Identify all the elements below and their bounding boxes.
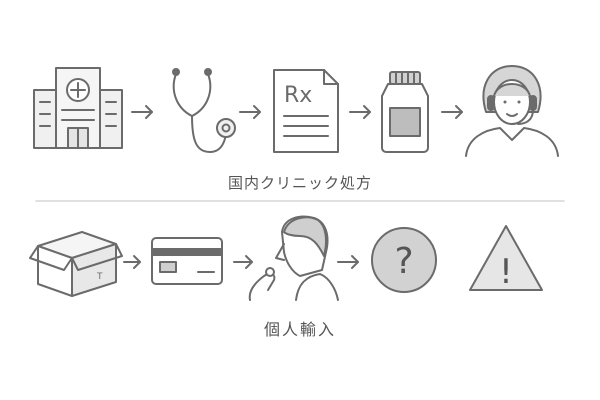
credit-card-icon <box>151 237 223 285</box>
import-flow-label: 個人輸入 <box>263 320 336 339</box>
prescription-icon: Rx <box>273 69 339 153</box>
arrow-icon <box>131 105 153 119</box>
person-taking-pill-icon <box>248 215 339 301</box>
package-box-icon: T <box>29 231 123 297</box>
arrow-icon <box>123 255 141 269</box>
arrow-icon <box>349 105 371 119</box>
box-mark: T <box>96 272 103 282</box>
medicine-bottle-icon <box>381 71 429 153</box>
arrow-icon <box>239 105 261 119</box>
domestic-flow-label: 国内クリニック処方 <box>227 174 372 192</box>
hospital-icon <box>33 67 123 149</box>
warning-mark: ! <box>499 252 513 292</box>
support-agent-icon <box>465 65 559 157</box>
stethoscope-icon <box>172 68 236 153</box>
question-mark: ? <box>394 241 413 282</box>
question-mark-icon: ? <box>371 227 437 293</box>
arrow-icon <box>233 255 253 269</box>
warning-icon: ! <box>469 225 543 292</box>
arrow-icon <box>441 105 463 119</box>
rx-mark: Rx <box>284 83 312 108</box>
arrow-icon <box>337 255 359 269</box>
